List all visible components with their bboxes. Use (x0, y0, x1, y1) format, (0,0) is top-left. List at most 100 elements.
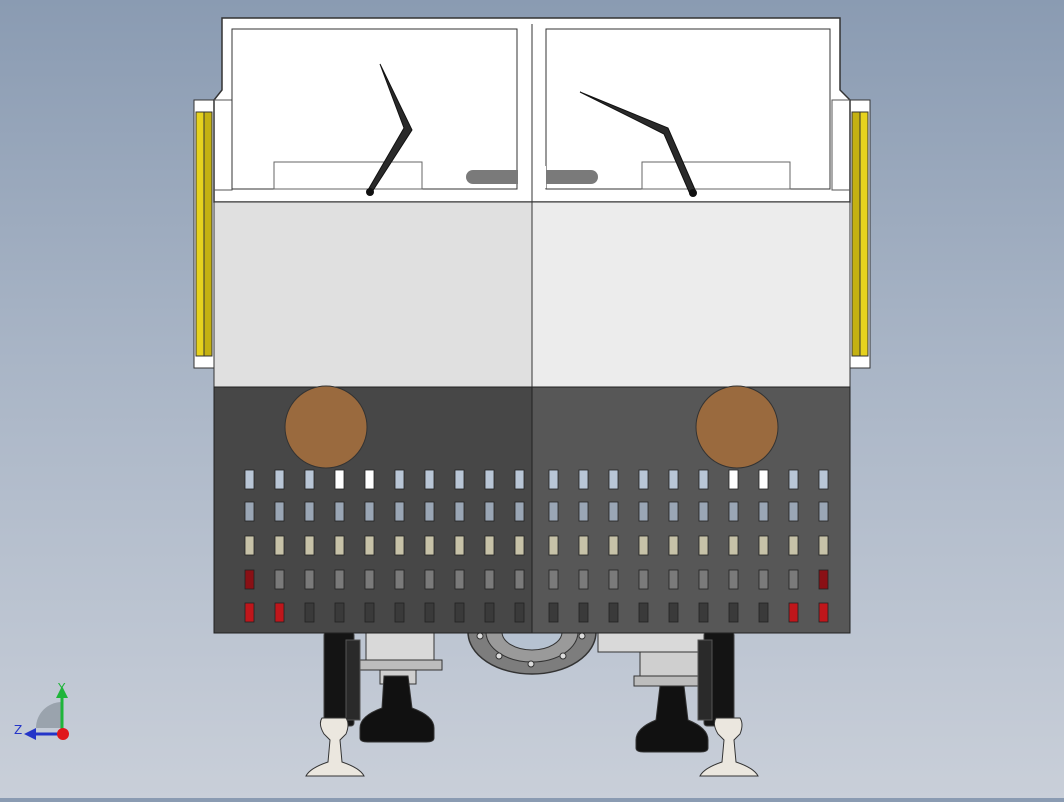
grille-slot (394, 501, 405, 522)
rail-left (305, 717, 365, 777)
grille-slot (454, 569, 465, 590)
grille-slot (578, 535, 589, 556)
grille-slot (424, 501, 435, 522)
grille-panel (213, 386, 851, 634)
grille-slot (698, 569, 709, 590)
grille-slot (788, 569, 799, 590)
grille-slot (578, 569, 589, 590)
grille-slot (578, 501, 589, 522)
grille-slot (304, 535, 315, 556)
grille-slot (394, 569, 405, 590)
grille-slot (638, 535, 649, 556)
grille-slot (514, 535, 525, 556)
grille-slot (758, 469, 769, 490)
grille-slot (514, 569, 525, 590)
grille-slot (484, 469, 495, 490)
grille-slot (788, 501, 799, 522)
grille-slot (638, 469, 649, 490)
grille-slot (274, 501, 285, 522)
grille-slot (728, 469, 739, 490)
grille-slot (334, 535, 345, 556)
grille-slot (818, 569, 829, 590)
grille-slot (424, 569, 435, 590)
grille-slot (364, 535, 375, 556)
grille-slot (484, 602, 495, 623)
grille-slot (818, 535, 829, 556)
grille-slot (638, 501, 649, 522)
grille-slot (514, 469, 525, 490)
grille-slot (728, 602, 739, 623)
grille-slot (454, 535, 465, 556)
grille-slot (638, 602, 649, 623)
grille-slot (244, 569, 255, 590)
grille-slot (274, 469, 285, 490)
grille-slot (424, 602, 435, 623)
grille-slot (818, 469, 829, 490)
grille-slot (668, 535, 679, 556)
grille-slot (394, 535, 405, 556)
grille-slot (244, 469, 255, 490)
grille-slot (728, 569, 739, 590)
headlight-left (284, 385, 368, 469)
grille-slot (728, 535, 739, 556)
grille-slot (334, 602, 345, 623)
grille-slot (244, 602, 255, 623)
grille-slot (608, 602, 619, 623)
grille-slot (274, 602, 285, 623)
grille-slot (608, 469, 619, 490)
grille-slot (668, 569, 679, 590)
grille-slot (758, 569, 769, 590)
grille-slot (608, 535, 619, 556)
grille-slot (364, 569, 375, 590)
grille-slot (698, 501, 709, 522)
headlight-right (695, 385, 779, 469)
grille-slot (304, 602, 315, 623)
grille-slot (304, 469, 315, 490)
grille-slot (668, 602, 679, 623)
cab (213, 17, 851, 203)
z-axis-label: Z (14, 723, 22, 737)
grille-slot (788, 469, 799, 490)
grille-slot (578, 469, 589, 490)
grille-slot (668, 469, 679, 490)
grille-slot (304, 501, 315, 522)
grille-slot (394, 602, 405, 623)
orientation-triad[interactable]: Y Z (14, 681, 69, 740)
grille-slot (608, 569, 619, 590)
grille-slot (548, 469, 559, 490)
grille-slot (758, 602, 769, 623)
triad-origin (57, 728, 69, 740)
grille-slot (638, 569, 649, 590)
grille-slot (548, 501, 559, 522)
grille-slot (334, 469, 345, 490)
grille-slot (244, 535, 255, 556)
grille-slot (514, 602, 525, 623)
grille-slot (484, 501, 495, 522)
grille-slot (548, 569, 559, 590)
front-body (213, 201, 851, 388)
y-axis-label: Y (57, 681, 66, 695)
grille-slot (818, 501, 829, 522)
grille-slot (244, 501, 255, 522)
side-rail-left (193, 99, 215, 369)
side-rail-right (849, 99, 871, 369)
grille-slot (788, 602, 799, 623)
grille-slot (818, 602, 829, 623)
grille-slot (548, 602, 559, 623)
grille-slot (758, 501, 769, 522)
grille-slot (394, 469, 405, 490)
grille-slot (758, 535, 769, 556)
grille-slot (514, 501, 525, 522)
rail-right (699, 717, 759, 777)
undercarriage (323, 631, 735, 753)
grille-slot (364, 501, 375, 522)
grille-slot (698, 469, 709, 490)
grille-slot (668, 501, 679, 522)
grille-slot (424, 469, 435, 490)
grille-slot (424, 535, 435, 556)
grille-slot (304, 569, 315, 590)
grille-slot (364, 469, 375, 490)
grille-slot (334, 501, 345, 522)
